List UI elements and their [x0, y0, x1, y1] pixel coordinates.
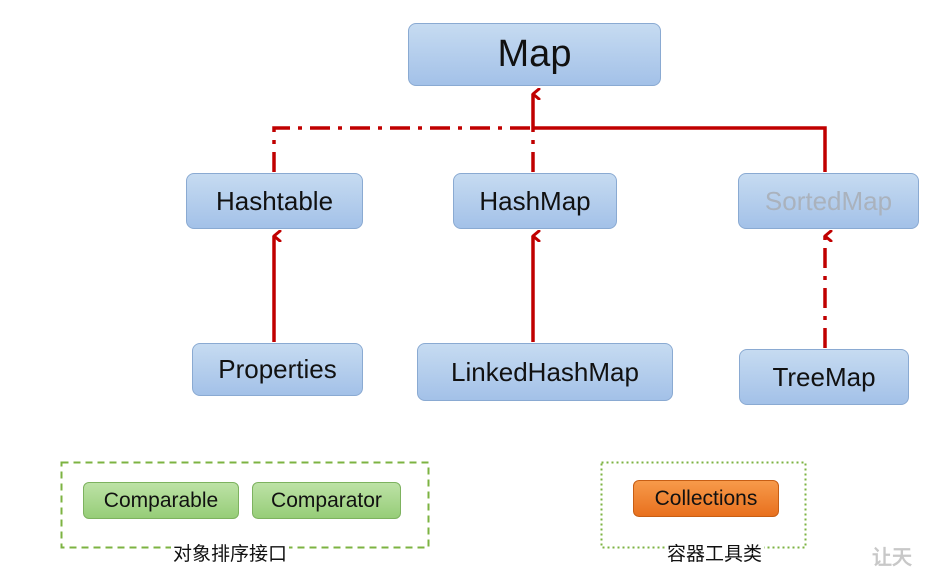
collections-pill[interactable]: Collections — [633, 480, 779, 517]
node-sortedmap[interactable]: SortedMap — [738, 173, 919, 229]
sorting-group-box — [60, 461, 430, 549]
node-properties[interactable]: Properties — [192, 343, 363, 396]
utility-group-label: 容器工具类 — [665, 539, 765, 566]
node-linkedhashmap[interactable]: LinkedHashMap — [417, 343, 673, 401]
watermark: 让天 — [872, 545, 912, 569]
node-hashtable[interactable]: Hashtable — [186, 173, 363, 229]
node-treemap[interactable]: TreeMap — [739, 349, 909, 405]
comparable-pill[interactable]: Comparable — [83, 482, 239, 519]
sorting-group-label: 对象排序接口 — [171, 539, 290, 566]
comparator-pill[interactable]: Comparator — [252, 482, 401, 519]
edge-hashtable-map — [272, 126, 533, 172]
node-hashmap[interactable]: HashMap — [453, 173, 617, 229]
edge-sortedmap-map — [533, 126, 827, 172]
node-map[interactable]: Map — [408, 23, 661, 86]
